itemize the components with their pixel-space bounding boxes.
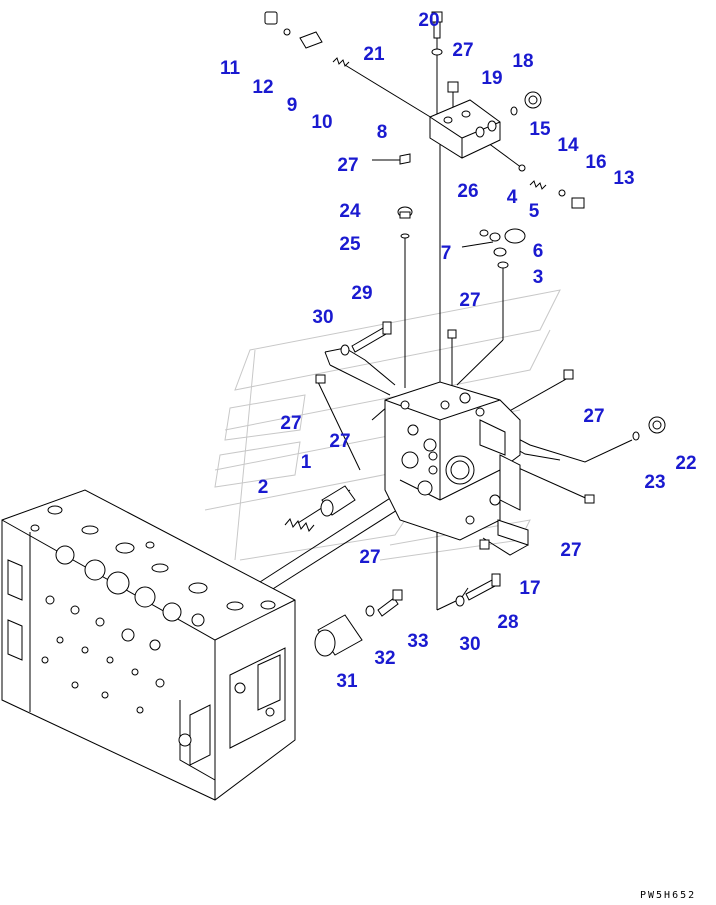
part-24-plug xyxy=(397,206,413,219)
part-8-block xyxy=(429,99,501,159)
callout-7: 7 xyxy=(441,243,452,264)
callout-21: 21 xyxy=(363,44,385,65)
part-16-o-ring xyxy=(558,189,566,197)
callout-27: 27 xyxy=(452,40,473,61)
part-30-washer-lower xyxy=(455,595,465,607)
callout-32: 32 xyxy=(374,648,395,669)
callout-28: 28 xyxy=(497,612,518,633)
callout-14: 14 xyxy=(557,135,579,156)
part-27-plug-b xyxy=(315,374,326,384)
part-25-o-ring xyxy=(400,233,410,239)
callout-11: 11 xyxy=(220,58,241,79)
callout-3: 3 xyxy=(533,267,544,288)
callout-27: 27 xyxy=(337,155,358,176)
callout-31: 31 xyxy=(336,671,358,692)
callout-13: 13 xyxy=(613,168,634,189)
callout-17: 17 xyxy=(519,578,540,599)
part-20-bolt xyxy=(431,11,443,39)
callout-16: 16 xyxy=(585,152,606,173)
callout-5: 5 xyxy=(529,201,540,222)
callout-29: 29 xyxy=(351,283,372,304)
part-30-washer-upper xyxy=(340,344,350,356)
callout-20: 20 xyxy=(418,10,439,31)
callout-8: 8 xyxy=(377,122,388,143)
part-4-seat xyxy=(489,232,501,242)
callout-12: 12 xyxy=(252,77,273,98)
part-9-spool xyxy=(299,31,323,49)
callout-9: 9 xyxy=(287,95,298,116)
callout-33: 33 xyxy=(407,631,428,652)
part-29-bolt xyxy=(351,321,392,353)
callout-2: 2 xyxy=(258,477,269,498)
part-22-plug xyxy=(648,416,666,434)
part-27-plug-d xyxy=(584,494,595,504)
part-27-plug-c xyxy=(563,369,574,380)
part-21-washer xyxy=(431,48,443,56)
part-14-spring xyxy=(529,180,547,190)
part-28-bolt xyxy=(465,573,501,601)
main-valve-housing xyxy=(1,489,296,801)
callout-23: 23 xyxy=(644,472,665,493)
callout-30: 30 xyxy=(312,307,333,328)
callout-27: 27 xyxy=(560,540,581,561)
part-27-plug-e xyxy=(479,539,490,550)
callout-6: 6 xyxy=(533,241,544,262)
callout-4: 4 xyxy=(507,187,518,208)
callout-27: 27 xyxy=(359,547,380,568)
callout-18: 18 xyxy=(512,51,533,72)
callout-27: 27 xyxy=(329,431,350,452)
part-27-plug-side xyxy=(399,153,411,165)
part-11-plug xyxy=(264,11,278,25)
callout-25: 25 xyxy=(339,234,361,255)
part-18-plug xyxy=(524,91,542,109)
part-23-o-ring xyxy=(632,431,640,441)
part-17-bracket xyxy=(497,519,529,546)
callout-10: 10 xyxy=(311,112,332,133)
callout-26: 26 xyxy=(457,181,478,202)
callout-1: 1 xyxy=(301,452,312,473)
part-2-spring xyxy=(284,518,315,532)
callout-27: 27 xyxy=(459,290,480,311)
part-13-plug xyxy=(571,197,585,209)
part-12-o-ring xyxy=(283,28,291,36)
part-15-ball xyxy=(518,164,526,172)
part-10-spring xyxy=(332,57,350,67)
part-1-sleeve xyxy=(320,485,356,517)
callout-19: 19 xyxy=(481,68,502,89)
part-6-o-ring xyxy=(493,247,507,257)
part-5-plate xyxy=(504,228,526,244)
callout-27: 27 xyxy=(280,413,301,434)
drawing-code: PW5H652 xyxy=(640,890,696,901)
callout-15: 15 xyxy=(529,119,551,140)
part-33-bolt xyxy=(377,589,403,617)
callout-27: 27 xyxy=(583,406,604,427)
part-32-washer xyxy=(365,605,375,617)
callout-22: 22 xyxy=(675,453,696,474)
part-26-o-ring xyxy=(479,229,489,237)
callout-30: 30 xyxy=(459,634,480,655)
valve-section-body xyxy=(384,381,521,541)
part-3-o-ring xyxy=(497,261,509,269)
part-19-o-ring xyxy=(510,106,518,116)
part-31-cap xyxy=(314,614,363,657)
part-27-plug-top xyxy=(447,81,459,93)
callout-24: 24 xyxy=(339,201,361,222)
part-27-plug-a xyxy=(447,329,457,339)
